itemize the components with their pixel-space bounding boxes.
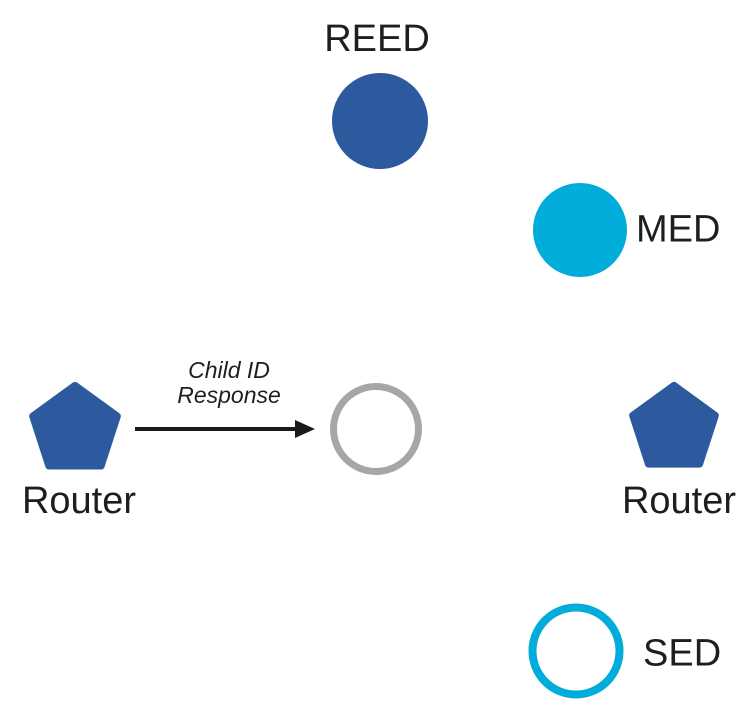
router-left-icon	[29, 381, 121, 470]
open-circle-icon	[330, 383, 422, 475]
arrow-label: Child ID Response	[177, 358, 281, 408]
pentagon-icon	[29, 381, 121, 470]
router-right-icon	[629, 381, 719, 468]
arrow-label-line2: Response	[177, 382, 281, 408]
open-circle-icon	[528, 603, 624, 699]
arrow-head	[295, 420, 315, 438]
med-node-icon	[533, 183, 627, 277]
pentagon-icon	[629, 381, 719, 468]
med-label: MED	[636, 208, 721, 251]
joining-node-icon	[330, 383, 422, 475]
arrow-label-line1: Child ID	[188, 357, 270, 383]
filled-circle-icon	[332, 73, 428, 169]
sed-label: SED	[643, 632, 722, 675]
reed-label: REED	[324, 18, 430, 60]
router-right-label: Router	[621, 480, 737, 522]
filled-circle-icon	[533, 183, 627, 277]
router-left-label: Router	[21, 480, 137, 522]
reed-node-icon	[332, 73, 428, 169]
right-arrow-icon	[135, 420, 315, 438]
sed-node-icon	[528, 603, 624, 699]
